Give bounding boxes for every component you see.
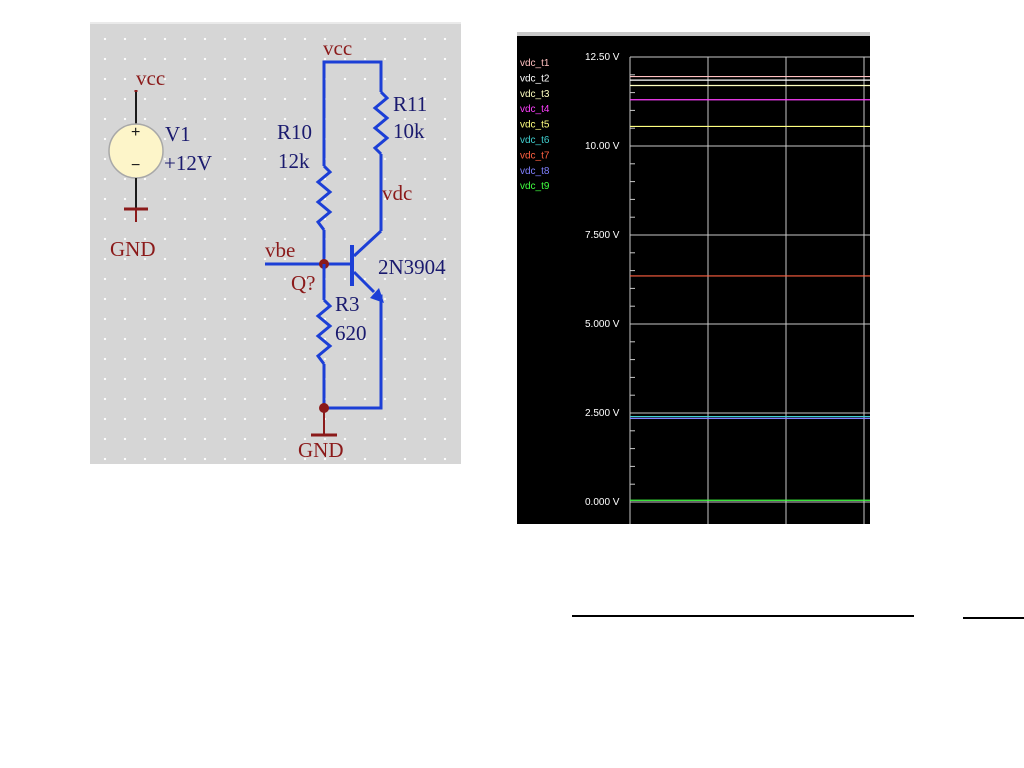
grid-layer: [629, 56, 870, 524]
legend-entry-vdc_t9: vdc_t9: [520, 181, 550, 192]
legend-entry-vdc_t6: vdc_t6: [520, 135, 550, 146]
legend-entry-vdc_t8: vdc_t8: [520, 166, 550, 177]
r10-value-label: 12k: [278, 149, 310, 173]
legend-entry-vdc_t5: vdc_t5: [520, 120, 550, 131]
source-plus-sign: +: [131, 124, 140, 141]
emitter-wire: [324, 294, 383, 410]
source-vcc-label: vcc: [136, 66, 165, 90]
transistor-collector-leg: [352, 229, 383, 258]
collector-net-label: vdc: [382, 181, 412, 205]
bottom-ground-label: GND: [298, 438, 344, 462]
r3-value-label: 620: [335, 321, 367, 345]
transistor-ref-label: Q?: [291, 271, 316, 295]
legend-layer: vdc_t1 vdc_t2 vdc_t3 vdc_t4 vdc_t5 vdc_t6 vdc_…: [520, 58, 550, 192]
r10-name-label: R10: [277, 120, 312, 144]
schematic-canvas: + − vcc V1 +12V GND vcc R11 10k vdc R10: [108, 36, 446, 462]
source-minus-sign: −: [131, 157, 140, 174]
y-tick-label: 2.500 V: [585, 408, 620, 419]
legend-entry-vdc_t7: vdc_t7: [520, 150, 550, 161]
source-name-label: V1: [165, 122, 191, 146]
source-value-label: +12V: [164, 151, 212, 175]
transistor-model-label: 2N3904: [378, 255, 446, 279]
plot-canvas: vdc_t1 vdc_t2 vdc_t3 vdc_t4 vdc_t5 vdc_t6 vdc_…: [520, 52, 870, 524]
circuit-schematic: + − vcc V1 +12V GND vcc R11 10k vdc R10: [90, 22, 461, 464]
trace-layer: [630, 75, 870, 501]
y-tick-label: 5.000 V: [585, 319, 620, 330]
y-tick-label: 12.50 V: [585, 52, 620, 63]
base-net-label: vbe: [265, 238, 295, 262]
voltage-plot: vdc_t1 vdc_t2 vdc_t3 vdc_t4 vdc_t5 vdc_t6 vdc_…: [517, 32, 870, 524]
source-ground-label: GND: [110, 237, 156, 261]
plot-title-bar: [517, 32, 870, 36]
r11-name-label: R11: [393, 92, 427, 116]
legend-entry-vdc_t2: vdc_t2: [520, 73, 550, 84]
r11-value-label: 10k: [393, 119, 425, 143]
legend-entry-vdc_t1: vdc_t1: [520, 58, 550, 69]
legend-entry-vdc_t3: vdc_t3: [520, 89, 550, 100]
r3-resistor[interactable]: [315, 298, 333, 365]
y-tick-label: 10.00 V: [585, 141, 620, 152]
y-tick-label: 0.000 V: [585, 497, 620, 508]
answer-blank-line-short: [963, 617, 1024, 619]
vcc-top-wire: [322, 60, 383, 106]
r10-resistor[interactable]: [315, 164, 333, 231]
r11-resistor[interactable]: [372, 90, 390, 156]
top-vcc-label: vcc: [323, 36, 352, 60]
legend-entry-vdc_t4: vdc_t4: [520, 104, 550, 115]
transistor-emitter-leg: [352, 270, 376, 294]
tick-layer: 12.50 V 10.00 V 7.500 V 5.000 V 2.500 V 0.000…: [585, 52, 635, 508]
r3-name-label: R3: [335, 292, 360, 316]
answer-blank-line: [572, 615, 914, 617]
y-tick-label: 7.500 V: [585, 230, 620, 241]
